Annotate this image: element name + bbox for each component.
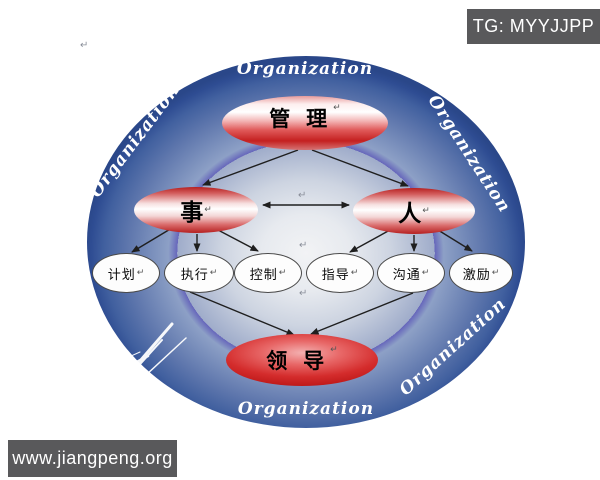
tg-watermark-text: TG: MYYJJPP [472, 16, 595, 36]
ring-label-top: Organization [236, 59, 374, 79]
return-mark: ↵ [421, 268, 430, 278]
node-execute-label: 执行 [180, 266, 209, 282]
node-affairs-label: 事 [180, 199, 204, 225]
return-mark: ↵ [350, 268, 359, 278]
ring-label-bottom: Organization [237, 399, 375, 419]
return-mark: ↵ [298, 190, 307, 201]
node-people: 人↵ [353, 188, 475, 234]
node-leadership-label: 领 导 [266, 350, 330, 373]
node-motivate-label: 激励 [462, 266, 491, 282]
return-mark: ↵ [330, 345, 338, 355]
site-watermark-text: www.jiangpeng.org [12, 448, 173, 468]
site-watermark-badge: www.jiangpeng.org [8, 440, 177, 477]
return-mark: ↵ [204, 205, 212, 215]
node-plan: 计划↵ [92, 253, 160, 293]
node-people-label: 人 [398, 200, 422, 226]
node-control: 控制↵ [234, 253, 302, 293]
return-mark: ↵ [422, 206, 430, 216]
ring-label-upper-left: Organization [86, 80, 184, 202]
node-management-label: 管 理 [269, 108, 333, 131]
node-management: 管 理↵ [222, 96, 388, 150]
ring-label-lower-right: Organization [395, 294, 511, 400]
node-motivate: 激励↵ [449, 253, 513, 293]
node-guide-label: 指导 [321, 266, 350, 282]
return-mark: ↵ [333, 103, 341, 113]
tg-watermark-badge: TG: MYYJJPP [467, 9, 600, 44]
node-communicate: 沟通↵ [377, 253, 445, 293]
return-mark: ↵ [299, 240, 308, 251]
node-guide: 指导↵ [306, 253, 374, 293]
node-execute: 执行↵ [164, 253, 234, 293]
return-mark: ↵ [209, 268, 218, 278]
return-mark: ↵ [491, 268, 500, 278]
node-affairs: 事↵ [134, 187, 258, 233]
node-plan-label: 计划 [107, 266, 136, 282]
node-communicate-label: 沟通 [392, 266, 421, 282]
return-mark: ↵ [80, 40, 89, 51]
return-mark: ↵ [299, 288, 308, 299]
node-leadership: 领 导↵ [226, 334, 378, 386]
return-mark: ↵ [278, 268, 287, 278]
return-mark: ↵ [136, 268, 145, 278]
node-control-label: 控制 [249, 266, 278, 282]
